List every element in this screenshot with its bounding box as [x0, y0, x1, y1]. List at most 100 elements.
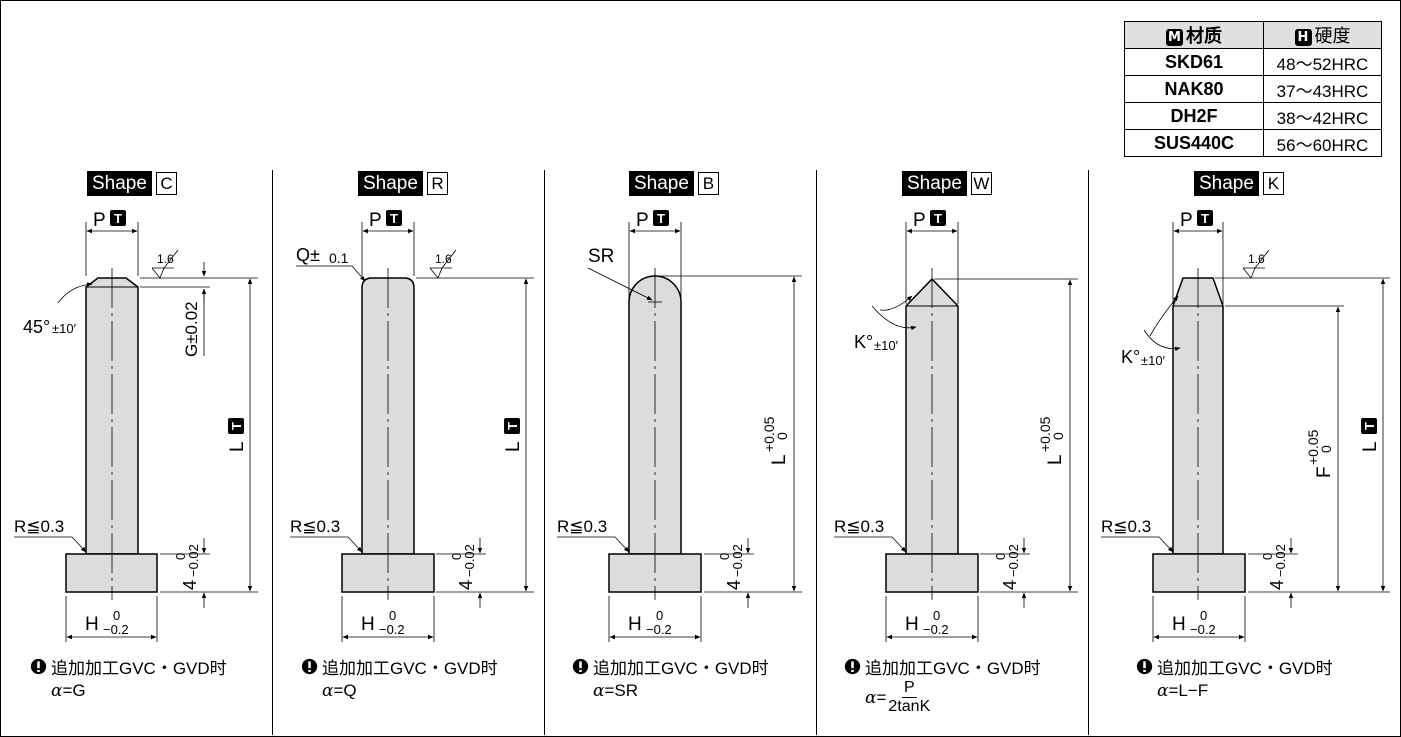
note-shape-r: 追加加工GVC・GVD时 α=Q: [301, 654, 498, 701]
note-shape-c: 追加加工GVC・GVD时 α=G: [30, 654, 227, 701]
l-label: L: [769, 454, 790, 465]
note-text: 追加加工GVC・GVD时: [593, 659, 769, 678]
t-badge: T: [1362, 422, 1377, 430]
panel-divider: [1088, 170, 1089, 735]
f-tol-upper: +0.05: [1305, 429, 1321, 465]
hardness-cell: 38～42HRC: [1263, 102, 1382, 130]
h-tol-lower: −0.2: [646, 622, 672, 637]
l-label: L: [227, 441, 248, 452]
h-tol-upper: 0: [113, 608, 120, 623]
t-badge: T: [390, 211, 398, 226]
four-tol-lower: −0.02: [1006, 544, 1021, 577]
four-label: 4: [180, 580, 200, 590]
four-label: 4: [724, 580, 744, 590]
shape-word: Shape: [902, 171, 967, 196]
h-tol-upper: 0: [933, 608, 940, 623]
angle-label: K°: [854, 332, 873, 352]
hardness-cell: 48～52HRC: [1263, 48, 1382, 76]
drawing-shape-b: P T SR L +0.05 0 4 0 −0.02 R≦0.3 H 0 −0.…: [557, 210, 802, 642]
panel-divider: [816, 170, 817, 735]
material-cell: NAK80: [1124, 75, 1264, 103]
h-tol-upper: 0: [656, 608, 663, 623]
t-badge: T: [934, 211, 942, 226]
angle-tol: ±10′: [874, 338, 899, 353]
equals-sign: =: [604, 681, 615, 700]
t-badge: T: [114, 211, 122, 226]
four-label: 4: [1267, 580, 1287, 590]
note-shape-k: 追加加工GVC・GVD时 α=L−F: [1136, 654, 1333, 701]
four-label: 4: [456, 580, 476, 590]
shape-word: Shape: [1194, 171, 1259, 196]
alpha-symbol: α: [593, 681, 605, 701]
four-tol-lower: −0.02: [462, 544, 477, 577]
alpha-value: L−F: [1178, 681, 1209, 700]
shape-word: Shape: [358, 171, 423, 196]
alpha-value: SR: [614, 681, 639, 700]
hardness-cell: 56～60HRC: [1263, 129, 1382, 157]
h-label: H: [1172, 614, 1186, 635]
pin-head: [1152, 553, 1246, 593]
alpha-value: G: [72, 681, 86, 700]
h-tol-lower: −0.2: [103, 622, 129, 637]
fraction-denominator: 2tanK: [888, 698, 931, 715]
h-tol-lower: −0.2: [1190, 622, 1216, 637]
alpha-value: Q: [343, 681, 357, 700]
note-text: 追加加工GVC・GVD时: [865, 659, 1041, 678]
h-label: H: [628, 614, 642, 635]
shape-letter: B: [697, 172, 719, 195]
four-tol-upper: 0: [993, 553, 1008, 560]
fraction-numerator: P: [901, 679, 917, 698]
alpha-symbol: α: [1157, 681, 1169, 701]
hardness-badge: H: [1294, 29, 1312, 46]
l-tol-upper: +0.05: [1037, 416, 1053, 452]
shape-letter: W: [970, 172, 992, 195]
material-header-label: 材质: [1186, 26, 1222, 46]
angle-label: K°: [1121, 347, 1140, 367]
t-badge: T: [1201, 211, 1209, 226]
material-cell: SUS440C: [1124, 129, 1264, 157]
material-cell: SKD61: [1124, 48, 1264, 76]
h-tol-upper: 0: [1200, 608, 1207, 623]
p-label: P: [913, 210, 926, 231]
material-cell: DH2F: [1124, 102, 1264, 130]
h-tol-lower: −0.2: [923, 622, 949, 637]
info-bulb-icon: [572, 658, 589, 675]
info-bulb-icon: [844, 658, 861, 675]
drawing-shape-k: P T 1.6 K° ±10′ L T F +0.05 0 4 0 −0.02 …: [1101, 210, 1390, 642]
drawing-shape-w: P T K° ±10′ L +0.05 0 4 0 −0.02 R≦0.3 H …: [834, 210, 1078, 642]
angle-tol: ±10′: [52, 321, 77, 336]
h-tol-lower: −0.2: [379, 622, 405, 637]
f-tol-lower: 0: [1318, 445, 1334, 453]
panel-divider: [272, 170, 273, 735]
h-label: H: [361, 614, 375, 635]
t-badge: T: [505, 422, 520, 430]
roughness-label: 1.6: [157, 252, 174, 266]
equals-sign: =: [333, 681, 344, 700]
hardness-header-label: 硬度: [1314, 26, 1351, 46]
material-badge: M: [1166, 29, 1183, 46]
shape-letter: R: [426, 172, 448, 195]
note-text: 追加加工GVC・GVD时: [1157, 659, 1333, 678]
four-tol-upper: 0: [717, 553, 732, 560]
radius-label: R≦0.3: [1101, 517, 1151, 536]
p-label: P: [369, 210, 382, 231]
angle-tol: ±10′: [1141, 353, 1166, 368]
equals-sign: =: [62, 681, 73, 700]
g-label: G±0.02: [182, 301, 201, 357]
note-text: 追加加工GVC・GVD时: [322, 659, 498, 678]
four-tol-lower: −0.02: [1273, 544, 1288, 577]
alpha-symbol: α: [865, 687, 877, 708]
t-badge: T: [229, 422, 244, 430]
alpha-symbol: α: [322, 681, 334, 701]
panel-divider: [544, 170, 545, 735]
drawing-shape-r: P T 1.6 Q± 0.1 L T 4 0 −0.02 R≦0.3 H 0 −…: [290, 210, 534, 642]
